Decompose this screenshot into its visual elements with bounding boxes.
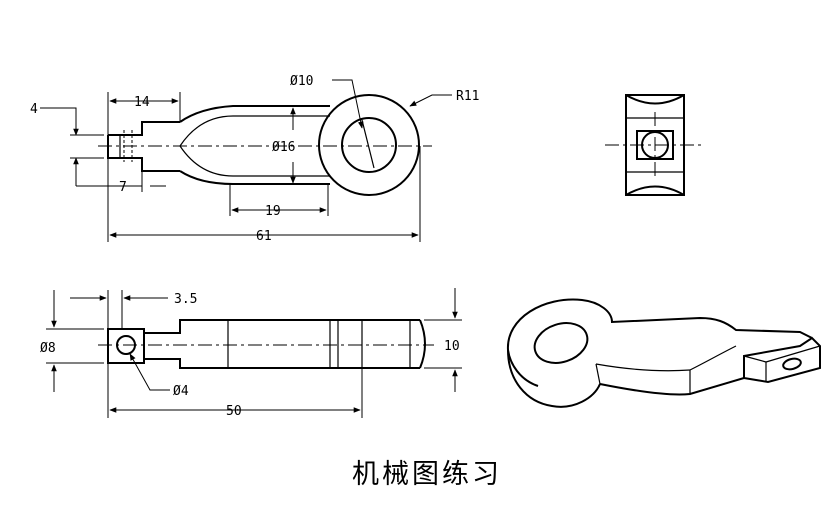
dim-phi4: Ø4: [173, 384, 189, 399]
top-view-dimensions: Ø10 R11 4 14 Ø16 7 19 61: [30, 74, 479, 244]
dim-14: 14: [134, 95, 150, 110]
front-view: [98, 319, 434, 369]
isometric-view: [506, 298, 821, 408]
side-view: [605, 94, 705, 196]
dim-10: 10: [444, 339, 460, 354]
dim-phi16: Ø16: [272, 140, 295, 155]
dim-50: 50: [226, 404, 242, 419]
dim-19: 19: [265, 204, 281, 219]
dim-4: 4: [30, 102, 38, 117]
dim-7: 7: [119, 180, 127, 195]
dim-61: 61: [256, 229, 272, 244]
front-view-dimensions: 3.5 Ø8 10 Ø4 50: [40, 288, 462, 419]
dim-phi8: Ø8: [40, 341, 56, 356]
dim-r11: R11: [456, 89, 479, 104]
top-view: [98, 94, 432, 196]
dim-phi10: Ø10: [290, 74, 313, 89]
drawing-title: 机械图练习: [352, 459, 502, 490]
dim-3-5: 3.5: [174, 292, 197, 307]
